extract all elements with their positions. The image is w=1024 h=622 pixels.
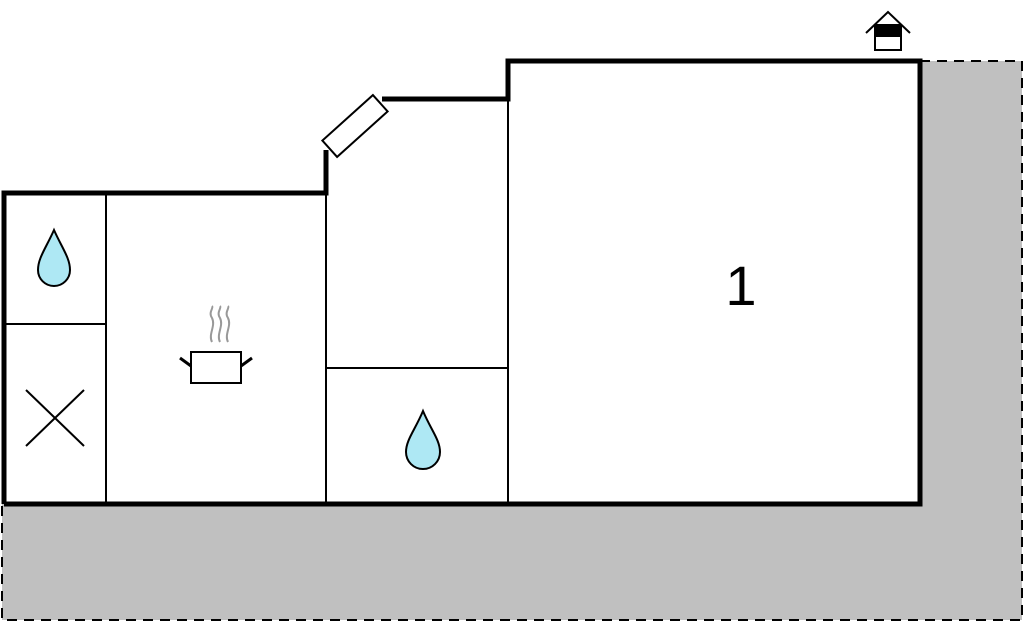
cross-icon: [25, 389, 85, 447]
water-drop-icon: [36, 227, 72, 287]
water-drop-icon: [404, 408, 442, 470]
house-entrance-icon: [865, 10, 911, 51]
bedroom-label: 1: [725, 254, 756, 317]
exterior-walls: [1, 58, 923, 507]
angled-window-icon: [320, 93, 390, 159]
interior-walls: [4, 99, 509, 504]
interior-floor: [4, 61, 920, 504]
cooking-pot-icon: [179, 305, 253, 384]
